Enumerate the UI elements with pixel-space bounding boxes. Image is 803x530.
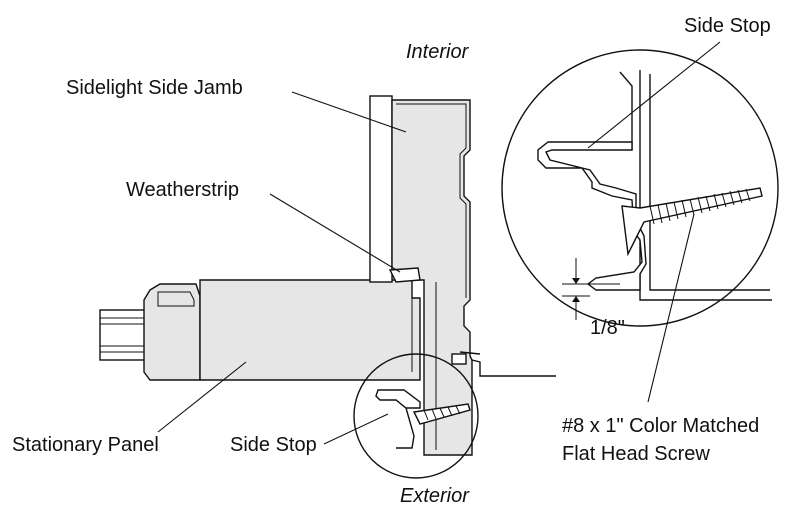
side-stop-small — [375, 389, 421, 409]
glazing-bead — [143, 283, 201, 381]
label-screw-line1: #8 x 1" Color Matched — [562, 415, 759, 437]
label-screw-line2: Flat Head Screw — [562, 443, 710, 465]
detail-circle-small — [353, 353, 479, 479]
label-exterior: Exterior — [400, 485, 470, 507]
label-stationary-panel: Stationary Panel — [12, 434, 159, 456]
label-interior: Interior — [406, 41, 470, 63]
label-sidelight-side-jamb: Sidelight Side Jamb — [66, 77, 243, 99]
weatherstrip — [388, 267, 421, 283]
label-weatherstrip: Weatherstrip — [126, 179, 239, 201]
label-side-stop-detail: Side Stop — [684, 15, 771, 37]
jamb-trim — [369, 95, 393, 283]
detail-circle-large — [501, 49, 779, 327]
stationary-panel — [199, 279, 421, 381]
label-side-stop-main: Side Stop — [230, 434, 317, 456]
gap-dimension — [562, 258, 620, 320]
label-gap-dimension: 1/8" — [590, 317, 625, 339]
